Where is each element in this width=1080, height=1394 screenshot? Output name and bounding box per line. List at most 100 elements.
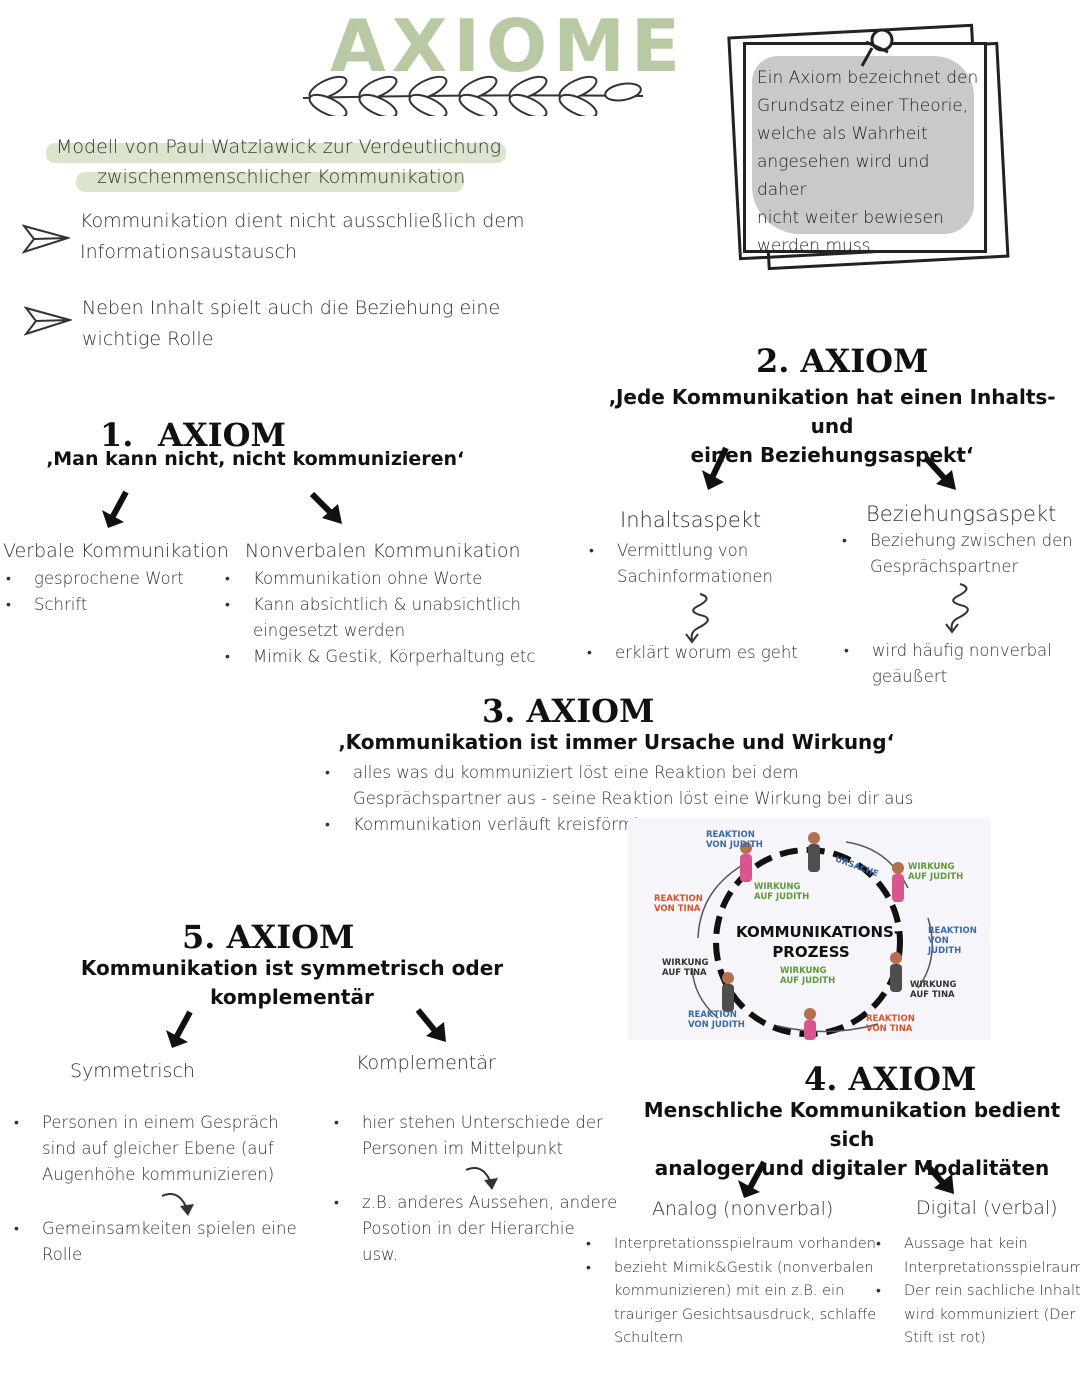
list-item: Mimik & Gestik, Körperhaltung etc xyxy=(223,644,535,670)
list-item: Schrift xyxy=(4,592,184,618)
list-item-text: trauriger Gesichtsausdruck, schlaffe xyxy=(614,1304,876,1328)
list-item-text: eingesetzt werden xyxy=(253,618,535,644)
axiom1-right-list: Kommunikation ohne Worte Kann absichtlic… xyxy=(223,566,535,670)
axiom3-quote: ‚Kommunikation ist immer Ursache und Wir… xyxy=(338,730,894,754)
squiggle-arrow-icon xyxy=(684,592,718,644)
axiom5-left-list: Personen in einem Gesprächsind auf gleic… xyxy=(12,1110,279,1188)
axiom2-left-title: Inhaltsaspekt xyxy=(620,508,761,532)
axiom4-quote-line-2: analoger und digitaler Modalitäten xyxy=(640,1154,1064,1183)
list-item: Interpretationsspielraum vorhanden xyxy=(584,1233,876,1257)
list-item-text: Interpretationsspielraum xyxy=(904,1257,1080,1281)
intro-point-2-line-2: wichtige Rolle xyxy=(82,324,500,355)
axiom5-right-list: hier stehen Unterschiede derPersonen im … xyxy=(332,1110,603,1162)
axiom5-right-title: Komplementär xyxy=(356,1052,496,1074)
intro-point-1-line-2: Informationsaustausch xyxy=(80,237,525,268)
list-item-text: wird kommuniziert (Der xyxy=(904,1304,1080,1328)
axiom2-heading: 2. AXIOM xyxy=(756,342,928,380)
diagram-center-line-2: PROZESS xyxy=(736,942,886,962)
intro-line-2: zwischenmenschlicher Kommunikation xyxy=(97,162,465,193)
diagram-label: REAKTION VON JUDITH xyxy=(928,926,984,956)
arrow-down-right-icon xyxy=(414,1006,450,1046)
list-item-text: Rolle xyxy=(42,1242,297,1268)
note-line: welche als Wahrheit xyxy=(757,120,983,148)
paper-plane-icon xyxy=(22,222,70,256)
list-item-text: Personen in einem Gespräch xyxy=(42,1110,279,1136)
list-item-text: wird häufig nonverbal xyxy=(872,638,1052,664)
axiom4-quote-line-1: Menschliche Kommunikation bedient sich xyxy=(640,1096,1064,1154)
list-item-text: alles was du kommuniziert löst eine Reak… xyxy=(353,760,913,786)
axiom4-left-title: Analog (nonverbal) xyxy=(652,1198,833,1220)
axiom1-right-title: Nonverbalen Kommunikation xyxy=(245,540,521,562)
list-item-text: usw. xyxy=(362,1242,617,1268)
diagram-label: WIRKUNG AUF JUDITH xyxy=(908,862,964,882)
list-item-text: Vermittlung von xyxy=(617,538,773,564)
intro-point-1: Kommunikation dient nicht ausschließlich… xyxy=(80,206,525,268)
list-item: Kann absichtlich & unabsichtlicheingeset… xyxy=(223,592,535,644)
axiom5-quote: Kommunikation ist symmetrisch oder kompl… xyxy=(80,954,504,1012)
list-item-text: kommunizieren) mit ein z.B. ein xyxy=(614,1280,876,1304)
diagram-center-line-1: KOMMUNIKATIONS- xyxy=(736,922,886,942)
list-item: erklärt worum es geht xyxy=(585,640,798,666)
axiom3-heading: 3. AXIOM xyxy=(482,692,654,730)
axiom1-quote: ‚Man kann nicht, nicht kommunizieren‘ xyxy=(46,448,464,470)
list-item-text: Kann absichtlich & unabsichtlich xyxy=(253,592,535,618)
communication-cycle-diagram: KOMMUNIKATIONS- PROZESS REAKTION VON JUD… xyxy=(628,818,990,1040)
note-line: angesehen wird und daher xyxy=(757,148,983,204)
list-item: wird häufig nonverbalgeäußert xyxy=(842,638,1052,690)
list-item-text: sind auf gleicher Ebene (auf xyxy=(42,1136,279,1162)
list-item: alles was du kommuniziert löst eine Reak… xyxy=(323,760,913,812)
list-item-text: Schultern xyxy=(614,1327,876,1351)
arrow-down-left-icon xyxy=(100,490,132,530)
axiom2-right-title: Beziehungsaspekt xyxy=(866,502,1056,526)
intro-point-2: Neben Inhalt spielt auch die Beziehung e… xyxy=(82,293,500,355)
list-item: gesprochene Wort xyxy=(4,566,184,592)
note-text: Ein Axiom bezeichnet den Grundsatz einer… xyxy=(757,64,983,260)
diagram-label: WIRKUNG AUF JUDITH xyxy=(780,966,838,986)
list-item-text: Stift ist rot) xyxy=(904,1327,1080,1351)
list-item-text: z.B. anderes Aussehen, andere xyxy=(362,1190,617,1216)
axiom5-quote-line-1: Kommunikation ist symmetrisch oder xyxy=(80,954,504,983)
axiom2-quote: ‚Jede Kommunikation hat einen Inhalts- u… xyxy=(590,383,1074,470)
diagram-label: REAKTION VON TINA xyxy=(654,894,704,914)
list-item: Der rein sachliche Inhaltwird kommunizie… xyxy=(874,1280,1080,1351)
list-item-text: Sachinformationen xyxy=(617,564,773,590)
diagram-label: REAKTION VON JUDITH xyxy=(706,830,764,850)
axiom4-right-list: Aussage hat keinInterpretationsspielraum… xyxy=(874,1233,1080,1351)
list-item-text: bezieht Mimik&Gestik (nonverbalen xyxy=(614,1257,876,1281)
axiom4-left-list: Interpretationsspielraum vorhanden bezie… xyxy=(584,1233,876,1351)
axiom2-left-list-2: erklärt worum es geht xyxy=(585,640,798,666)
arrow-down-right-icon xyxy=(922,454,958,494)
diagram-label: WIRKUNG AUF JUDITH xyxy=(754,882,812,902)
intro-point-2-line-1: Neben Inhalt spielt auch die Beziehung e… xyxy=(82,293,500,324)
list-item-text: Kommunikation ohne Worte xyxy=(253,569,482,588)
note-line: nicht weiter bewiesen xyxy=(757,204,983,232)
axiom2-quote-line-2: einen Beziehungsaspekt‘ xyxy=(590,441,1074,470)
list-item-text: Augenhöhe kommunizieren) xyxy=(42,1162,279,1188)
axiom4-right-title: Digital (verbal) xyxy=(916,1197,1058,1219)
list-item-text: Beziehung zwischen den xyxy=(870,528,1073,554)
axiom5-left-title: Symmetrisch xyxy=(70,1060,195,1082)
list-item-text: Mimik & Gestik, Körperhaltung etc xyxy=(253,647,535,666)
arrow-down-right-icon xyxy=(308,490,344,528)
intro-point-1-line-1: Kommunikation dient nicht ausschließlich… xyxy=(80,206,525,237)
list-item-text: Der rein sachliche Inhalt xyxy=(904,1280,1080,1304)
diagram-center-label: KOMMUNIKATIONS- PROZESS xyxy=(736,922,886,962)
note-line: Grundsatz einer Theorie, xyxy=(757,92,983,120)
list-item-text: Gesprächspartner aus - seine Reaktion lö… xyxy=(353,786,913,812)
list-item-text: Aussage hat kein xyxy=(904,1233,1080,1257)
arrow-down-left-icon xyxy=(700,446,732,492)
diagram-label: REAKTION VON TINA xyxy=(866,1014,916,1034)
list-item-text: geäußert xyxy=(872,664,1052,690)
leaf-garland-icon xyxy=(298,74,648,116)
intro-line-1: Modell von Paul Watzlawick zur Verdeutli… xyxy=(56,132,501,163)
axiom1-left-title: Verbale Kommunikation xyxy=(3,540,229,562)
list-item-text: Posotion in der Hierarchie xyxy=(362,1216,617,1242)
